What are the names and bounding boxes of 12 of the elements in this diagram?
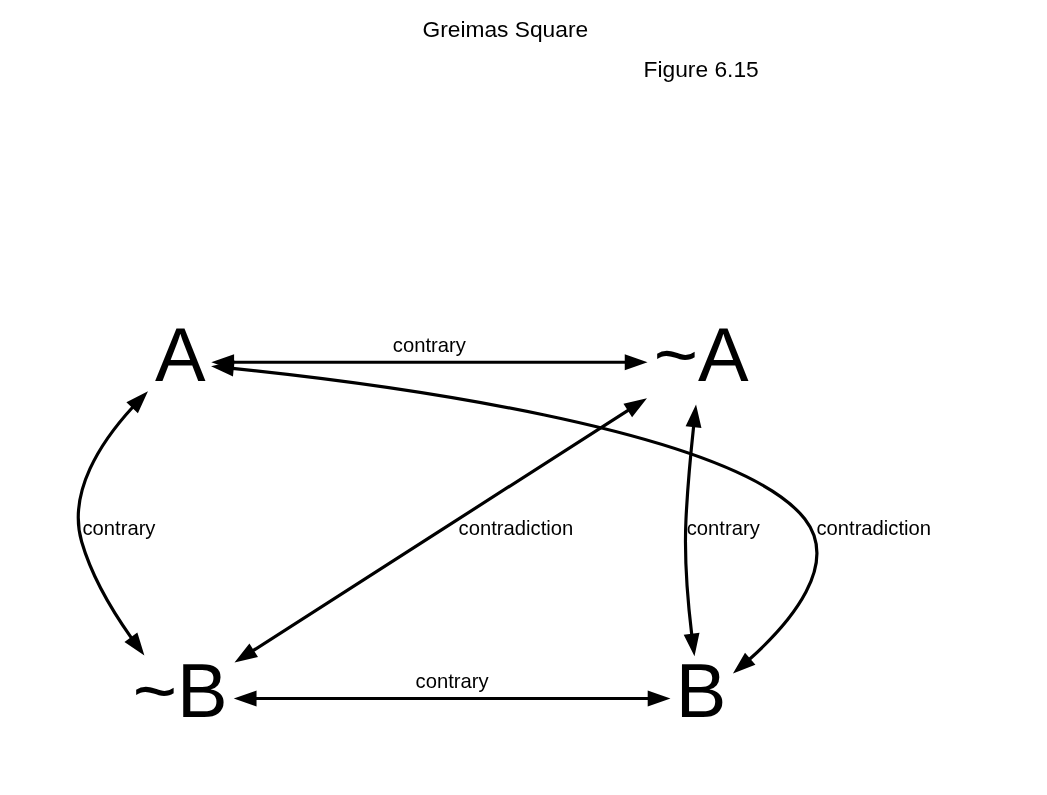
node-text: ~B bbox=[132, 648, 228, 734]
edge-label: contradiction bbox=[458, 517, 574, 540]
edge-label: contradiction bbox=[816, 517, 932, 540]
node-text: B bbox=[675, 648, 727, 734]
edge-label: contrary bbox=[686, 517, 760, 540]
diagram-title: Greimas Square bbox=[422, 15, 589, 42]
edge-label: contrary bbox=[392, 333, 466, 356]
label: Figure 6.15 bbox=[643, 56, 759, 82]
edge-label: contrary bbox=[415, 670, 489, 693]
node-text: A bbox=[154, 312, 206, 398]
node-text: ~A bbox=[653, 312, 749, 398]
edge-label: contrary bbox=[82, 517, 156, 540]
